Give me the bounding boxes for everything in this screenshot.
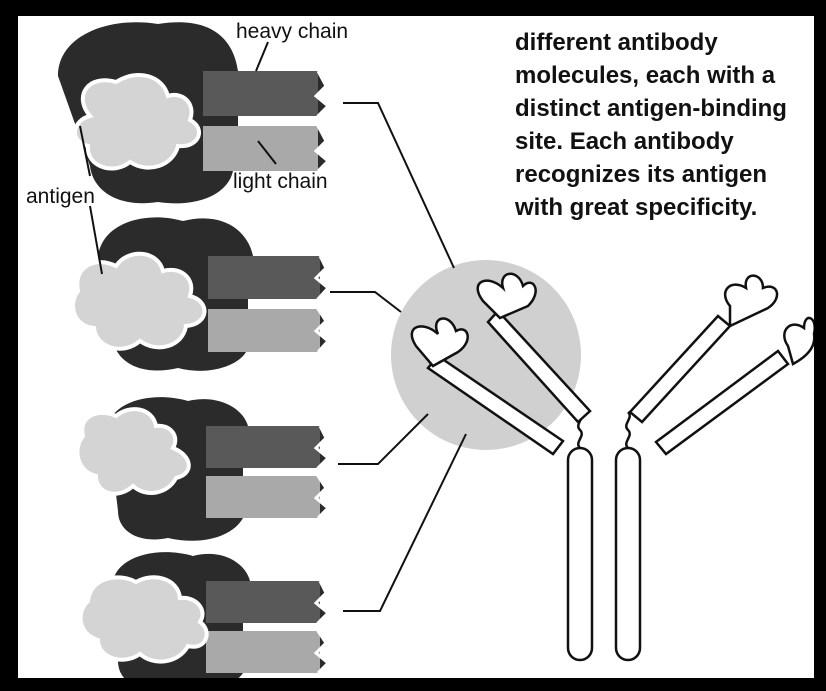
light-chain	[203, 126, 318, 171]
caption-line-1: different antibody	[515, 29, 718, 56]
light-chain	[206, 476, 320, 518]
caption: different antibody molecules, each with …	[514, 29, 787, 221]
caption-line-2: molecules, each with a	[515, 62, 776, 89]
diagram-panel: heavy chain light chain antigen differen…	[18, 16, 814, 678]
right-light-tip	[784, 318, 814, 364]
heavy-chain-constant	[206, 426, 320, 468]
caption-line-5: recognizes its antigen	[515, 161, 767, 188]
heavy-chain-constant	[206, 581, 320, 623]
antigen-label: antigen	[26, 185, 95, 208]
caption-line-4: site. Each antibody	[515, 128, 734, 155]
heavy-chain-label: heavy chain	[236, 20, 348, 43]
antibody-fragment-4	[81, 552, 328, 678]
connector-line-1	[343, 103, 454, 268]
heavy-chain-stem-right	[616, 448, 640, 660]
heavy-chain-pointer	[256, 42, 268, 71]
connector-line-4	[343, 434, 466, 611]
heavy-chain-stem-left	[568, 448, 592, 660]
caption-line-3: distinct antigen-binding	[515, 95, 787, 122]
right-heavy-tip	[725, 276, 777, 326]
antibody-diagram: heavy chain light chain antigen differen…	[18, 16, 814, 678]
heavy-chain-constant	[203, 71, 318, 116]
light-chain	[208, 309, 320, 352]
heavy-chain-constant	[208, 256, 320, 299]
light-chain	[206, 631, 320, 673]
caption-line-6: with great specificity.	[514, 194, 757, 221]
light-chain-label: light chain	[233, 170, 328, 193]
connector-line-3	[338, 414, 428, 464]
antibody-fragment-2	[73, 217, 328, 371]
hinge-right	[626, 412, 629, 448]
connector-line-2	[330, 292, 401, 312]
antibody-fragment-3	[77, 397, 328, 541]
